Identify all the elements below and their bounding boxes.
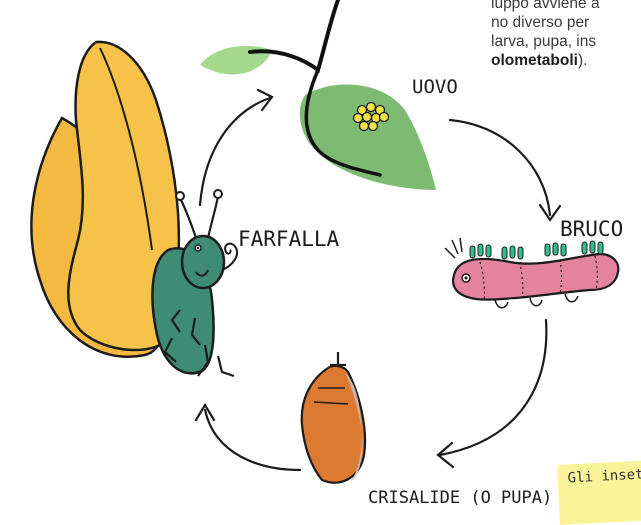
leaf-with-eggs-illustration — [200, 0, 436, 190]
label-pupa: CRISALIDE (O PUPA) — [368, 488, 552, 508]
big-leaf — [300, 85, 436, 190]
sticky-note-text: Gli insett — [567, 466, 641, 486]
arrow-pupa-to-butterfly — [205, 410, 300, 470]
label-caterpillar: BRUCO — [560, 217, 623, 241]
butterfly-head — [182, 236, 224, 288]
caterpillar-body — [453, 254, 618, 300]
chrysalis-illustration — [302, 352, 365, 483]
intro-line-1: luppo avviene a — [491, 0, 641, 13]
chrysalis-body — [302, 366, 365, 483]
arrow-butterfly-to-egg — [200, 98, 270, 205]
intro-line-2: no diverso per — [491, 13, 641, 32]
label-egg: UOVO — [412, 76, 458, 98]
label-butterfly: FARFALLA — [238, 227, 340, 251]
intro-tail: ). — [578, 52, 587, 69]
arrow-caterpillar-to-pupa — [440, 320, 546, 455]
arrow-egg-to-caterpillar — [450, 120, 550, 215]
intro-paragraph: luppo avviene a no diverso per larva, pu… — [491, 0, 641, 70]
intro-line-3: larva, pupa, ins — [491, 32, 641, 51]
intro-line-4: olometaboli). — [491, 51, 641, 70]
butterfly-illustration — [31, 42, 237, 376]
intro-bold-term: olometaboli — [491, 52, 578, 69]
caterpillar-illustration — [445, 238, 618, 308]
life-cycle-diagram: UOVO BRUCO FARFALLA CRISALIDE (O PUPA) l… — [0, 0, 641, 509]
sticky-note: Gli insett — [557, 459, 641, 525]
